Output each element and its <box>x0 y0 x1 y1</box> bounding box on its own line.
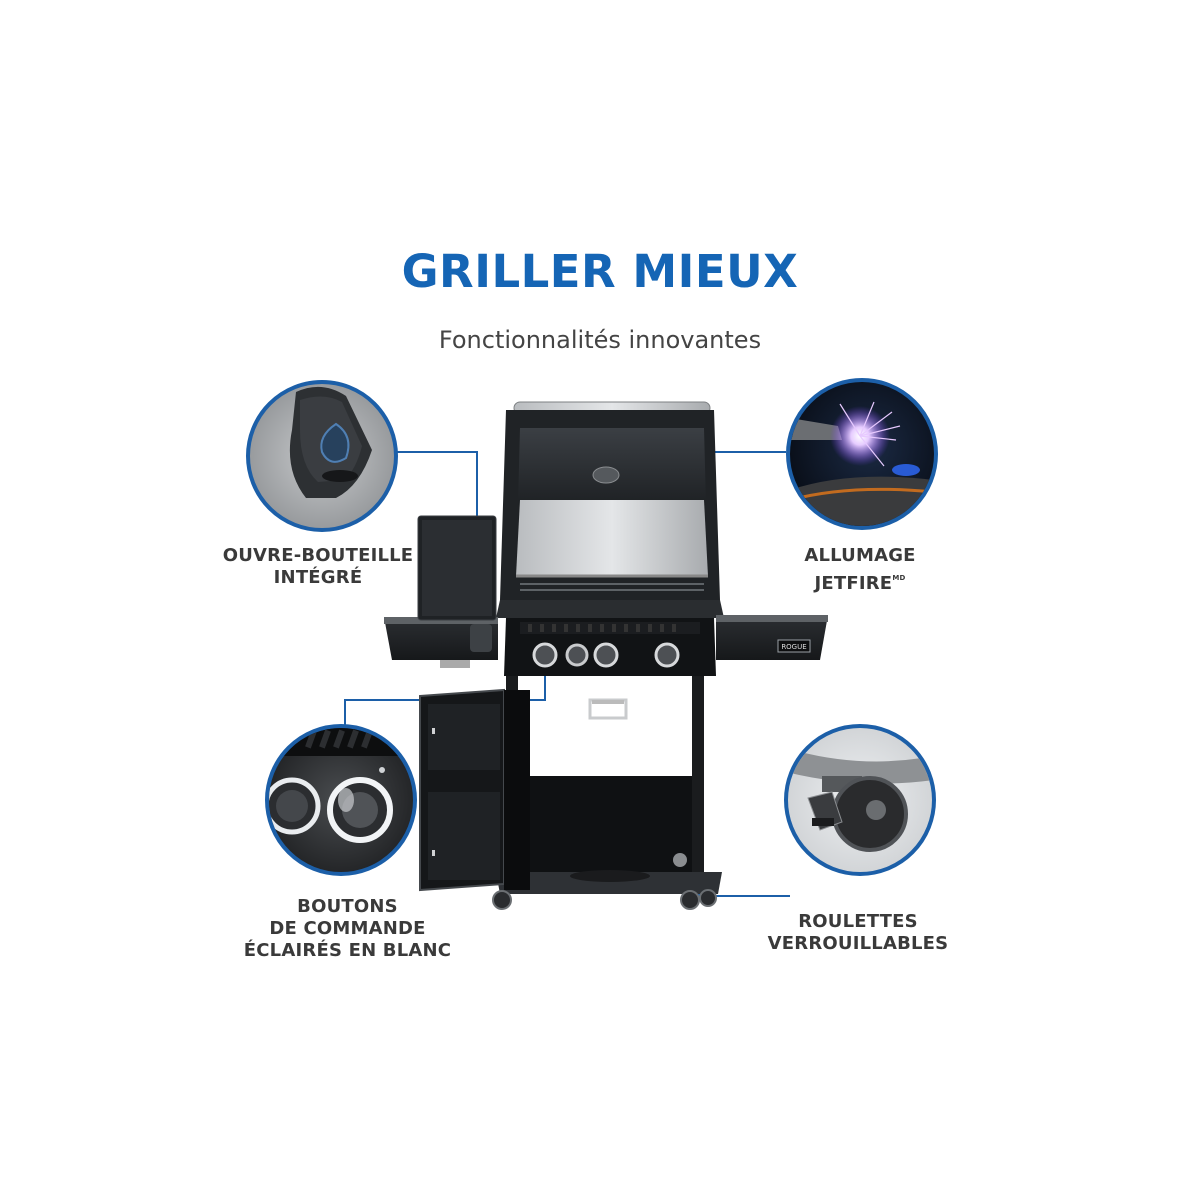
cart-leg-right <box>692 676 704 886</box>
brand-badge: ROGUE <box>781 643 806 651</box>
tank-valve <box>673 853 687 867</box>
feature-label-jetfire: ALLUMAGE JETFIREMD <box>804 545 916 594</box>
feature-label-control-knobs: BOUTONS DE COMMANDE ÉCLAIRÉS EN BLANC <box>243 896 452 961</box>
control-knobs-icon <box>269 777 393 843</box>
thermometer <box>592 466 620 484</box>
bottle-opener-on-grill <box>470 624 492 652</box>
warming-shield <box>516 500 708 576</box>
left-side-shelf <box>384 617 498 660</box>
feature-label-casters: ROULETTES VERROUILLABLES <box>767 911 949 954</box>
feature-circle-casters <box>784 724 936 876</box>
panel-vents <box>528 624 676 632</box>
jetfire-ignition-icon <box>790 418 842 440</box>
trademark-mark: MD <box>892 574 906 582</box>
lid-inner <box>518 428 706 505</box>
page-title: GRILLER MIEUX <box>401 245 799 298</box>
page-subtitle: Fonctionnalités innovantes <box>438 326 762 354</box>
feature-label-bottle-opener: OUVRE-BOUTEILLE INTÉGRÉ <box>222 545 414 588</box>
feature-circle-bottle-opener <box>246 380 398 532</box>
locking-caster-icon <box>807 776 908 852</box>
control-knobs-on-grill <box>532 642 680 668</box>
feature-circle-jetfire <box>786 378 938 530</box>
cart-back-panel <box>518 776 692 872</box>
cart-base <box>496 872 722 894</box>
grill: ROGUE <box>384 401 828 910</box>
casters <box>492 889 717 910</box>
feature-circle-knobs <box>265 724 417 876</box>
